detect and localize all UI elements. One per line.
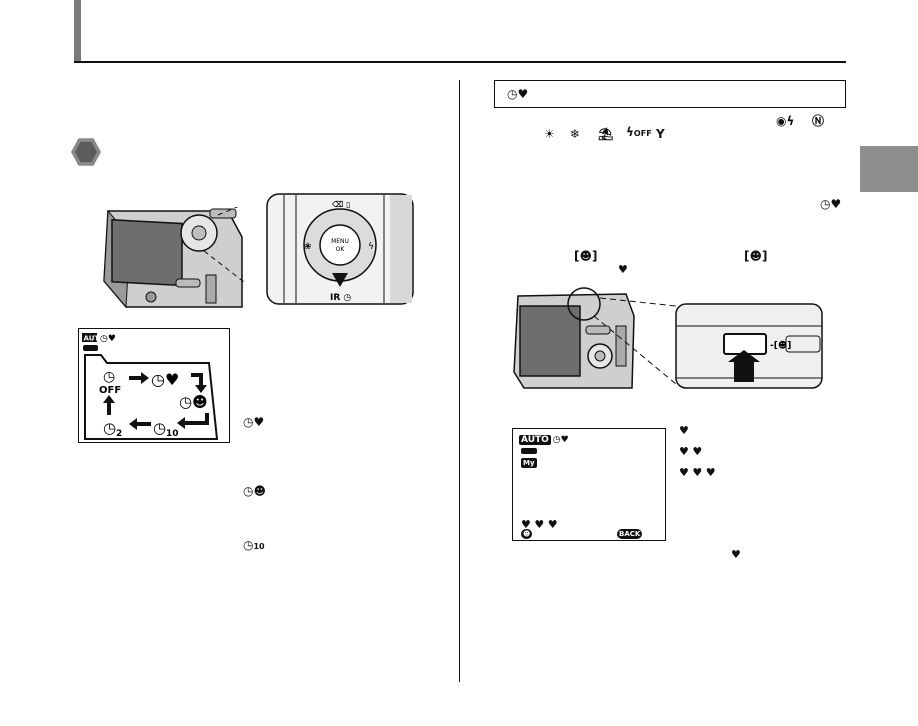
auto-badge: AUTO bbox=[84, 335, 106, 343]
heart-level-3: ♥ ♥ ♥ bbox=[679, 466, 716, 479]
auto-badge: AUTO bbox=[519, 435, 551, 445]
self-timer-couple-icon: ◷♥ bbox=[100, 334, 116, 344]
snow-icon: ❄ bbox=[570, 127, 581, 141]
self-timer-couple-icon: ◷♥ bbox=[552, 435, 569, 445]
dial-ok-label: OK bbox=[336, 246, 346, 253]
my-badge: My bbox=[521, 458, 537, 468]
face-detection-icon: [☻] bbox=[574, 249, 598, 263]
svg-text:-[☻]: -[☻] bbox=[770, 340, 791, 351]
self-timer-face-cycle-icon: ◷☻ bbox=[179, 393, 208, 411]
svg-text:ϟ: ϟ bbox=[368, 242, 374, 252]
battery-icon bbox=[521, 448, 537, 454]
self-timer-couple-icon: ◷♥ bbox=[820, 197, 842, 211]
svg-text:IR ◷: IR ◷ bbox=[330, 293, 351, 303]
dial-closeup-inset: MENU OK ⌫ ▯ ❀ ϟ IR ◷ bbox=[266, 193, 414, 305]
back-button: BACK bbox=[617, 529, 643, 539]
heart-level-2: ♥ ♥ bbox=[679, 445, 703, 458]
header-accent-bar bbox=[74, 0, 81, 62]
heart-icon: ♥ bbox=[731, 548, 741, 561]
self-timer-10s-icon: ◷ bbox=[153, 419, 166, 437]
section-hexagon-icon bbox=[71, 138, 101, 166]
self-timer-couple-icon: ◷♥ bbox=[243, 415, 265, 429]
self-timer-off-icon: ◷ bbox=[103, 369, 115, 385]
heart-level-1: ♥ bbox=[679, 424, 689, 437]
self-timer-2-label: 2 bbox=[116, 429, 122, 439]
party-icon: Y bbox=[656, 127, 665, 141]
self-timer-couple-cycle-icon: ◷♥ bbox=[151, 370, 179, 389]
red-eye-flash-icon: ◉ϟ bbox=[776, 114, 795, 128]
camera-back-illustration bbox=[103, 207, 246, 309]
self-timer-face-icon: ◷☻ bbox=[243, 484, 266, 498]
dial-menu-label: MENU bbox=[331, 238, 349, 245]
self-timer-10s-icon: ◷10 bbox=[243, 538, 265, 552]
face-detection-icon: ☻ bbox=[521, 529, 533, 539]
self-timer-cycle-screen: AUTO ◷♥ ◷ OFF ◷♥ ◷☻ ◷ 10 ◷ 2 bbox=[78, 328, 230, 443]
camera-top-illustration: -[☻] bbox=[513, 287, 823, 389]
self-timer-off-label: OFF bbox=[99, 385, 121, 396]
column-divider bbox=[459, 80, 460, 682]
sunset-icon: ☀ bbox=[544, 127, 555, 141]
chapter-tab bbox=[860, 146, 918, 192]
svg-text:⌫ ▯: ⌫ ▯ bbox=[332, 200, 351, 209]
natural-light-icon: Ⓝ bbox=[812, 114, 825, 128]
beach-icon: ⛱ bbox=[598, 127, 614, 141]
header-rule bbox=[74, 61, 846, 63]
self-timer-10-label: 10 bbox=[166, 429, 179, 439]
heart-icon: ♥ bbox=[618, 263, 628, 276]
svg-text:❀: ❀ bbox=[304, 242, 312, 252]
face-detection-icon: [☻] bbox=[744, 249, 768, 263]
flash-off-icon: ϟOFF bbox=[626, 125, 652, 139]
self-timer-couple-icon: ◷♥ bbox=[507, 87, 529, 101]
heart-meter: ♥ ♥ ♥ bbox=[521, 518, 558, 531]
self-timer-2s-icon: ◷ bbox=[103, 419, 116, 437]
lcd-heart-screen: AUTO ◷♥ My ♥ ♥ ♥ ☻ BACK bbox=[512, 428, 666, 541]
mode-heading-box: ◷♥ bbox=[494, 80, 846, 108]
